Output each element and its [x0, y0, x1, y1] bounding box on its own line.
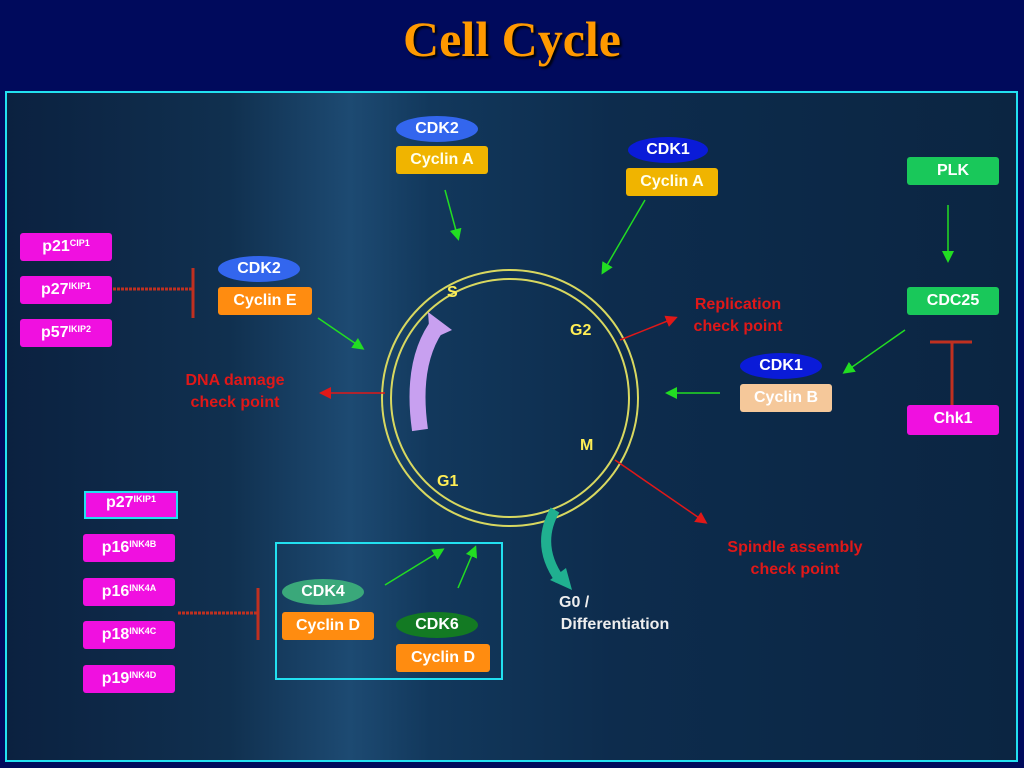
- cyclin-d-label: Cyclin D: [396, 644, 490, 672]
- cyclin-e-label: Cyclin E: [218, 287, 312, 315]
- cyclin-d-label: Cyclin D: [282, 612, 374, 640]
- cdk2-label: CDK2: [218, 256, 300, 282]
- inhibition-lines: [113, 268, 972, 640]
- inhibitor-p27: p27IKIP1: [20, 276, 112, 304]
- inhibitor-p16-ink4b: p16INK4B: [83, 534, 175, 562]
- g0-differentiation: G0 / Differentiation: [545, 592, 685, 636]
- inhibitor-name: p16: [101, 539, 130, 556]
- cyclin-b-label: Cyclin B: [740, 384, 832, 412]
- cycle-inner-ring: [390, 278, 630, 518]
- checkpoint-line: DNA damage: [185, 372, 285, 389]
- diagram-panel: [5, 91, 1018, 762]
- inhibitor-p57: p57IKIP2: [20, 319, 112, 347]
- inhibitor-name: p27: [40, 281, 69, 298]
- inhibitor-name: p18: [101, 626, 130, 643]
- inhibitor-name: p21: [42, 238, 70, 255]
- inhibitor-p21: p21CIP1: [20, 233, 112, 261]
- cdk1-label: CDK1: [740, 353, 822, 379]
- cdk2-label: CDK2: [396, 116, 478, 142]
- page-title: Cell Cycle: [403, 11, 621, 67]
- dna-damage-checkpoint: DNA damage check point: [165, 370, 305, 414]
- g0-arrow: [541, 507, 565, 583]
- inhibitor-p19: p19INK4D: [83, 665, 175, 693]
- spindle-checkpoint: Spindle assembly check point: [705, 537, 885, 581]
- s-phase-arrow: [409, 317, 447, 432]
- phase-g2: G2: [570, 322, 592, 339]
- inhibitor-name: p57: [40, 324, 69, 341]
- cdk1-label: CDK1: [628, 137, 708, 163]
- checkpoint-arrows: [319, 315, 708, 524]
- cyclin-a-label: Cyclin A: [396, 146, 488, 174]
- checkpoint-line: Replication: [694, 296, 782, 313]
- plk-box: PLK: [907, 157, 999, 185]
- cycle-outer-ring: [381, 269, 639, 527]
- checkpoint-line: check point: [750, 561, 840, 578]
- g0-line: Differentiation: [560, 616, 670, 633]
- cdk6-label: CDK6: [396, 612, 478, 638]
- checkpoint-line: check point: [190, 394, 280, 411]
- chk1-box: Chk1: [907, 405, 999, 435]
- inhibitor-sup: INK4D: [129, 670, 157, 680]
- inhibitor-sup: CIP1: [69, 238, 90, 248]
- inhibitor-sup: INK4B: [129, 539, 157, 549]
- inhibitor-p16-ink4a: p16INK4A: [83, 578, 175, 606]
- activation-arrows: [317, 189, 954, 589]
- phase-s: S: [447, 284, 458, 301]
- inhibitor-sup: IKIP1: [68, 281, 92, 291]
- cdk4-label: CDK4: [282, 579, 364, 605]
- inhibitor-name: p16: [101, 583, 130, 600]
- phase-g1: G1: [437, 473, 459, 490]
- inhibitor-name: p19: [101, 670, 130, 687]
- checkpoint-line: Spindle assembly: [727, 539, 863, 556]
- phase-m: M: [580, 437, 594, 454]
- inhibitor-sup: IKIP1: [133, 494, 157, 504]
- cdk46-group-box: [275, 542, 503, 680]
- inhibitor-sup: IKIP2: [68, 324, 92, 334]
- checkpoint-line: check point: [693, 318, 783, 335]
- replication-checkpoint: Replication check point: [678, 294, 798, 338]
- inhibitor-name: p27: [105, 494, 134, 511]
- inhibitor-sup: INK4A: [129, 583, 157, 593]
- inhibitor-sup: INK4C: [129, 626, 157, 636]
- inhibitor-p18: p18INK4C: [83, 621, 175, 649]
- inhibitor-p27: p27IKIP1: [84, 491, 178, 519]
- cyclin-a-label: Cyclin A: [626, 168, 718, 196]
- g0-line: G0 /: [559, 594, 590, 611]
- cdc25-box: CDC25: [907, 287, 999, 315]
